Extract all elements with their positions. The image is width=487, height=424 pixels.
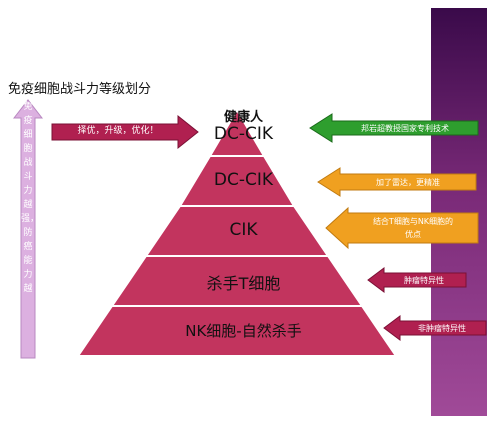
tumor-specific-text: 肿瘤特异性 [404,276,444,285]
patent-arrow-text: 邦岩超教授国家专利技术 [361,124,449,133]
tier-1-label-top: 健康人 [223,110,263,125]
tumor-specific-arrow [367,267,467,293]
radar-arrow-text: 加了雷达，更精准 [376,178,440,187]
upgrade-arrow-text: 择优，升级，优化！ [77,126,159,136]
upgrade-arrow [51,114,199,150]
vertical-up-arrow [12,99,44,359]
combine-arrow-text-line1: 结合T细胞与NK细胞的 [372,217,454,226]
patent-arrow [309,113,479,143]
non-tumor-specific-text: 非肿瘤特异性 [418,324,466,333]
tier-3-label: CIK [229,220,258,240]
non-tumor-specific-arrow [383,315,487,341]
radar-arrow [317,167,477,197]
pyramid-tier-5 [76,305,398,357]
tier-4-label: 杀手T细胞 [206,274,281,293]
decorative-purple-bar [431,8,487,416]
tier-2-label: DC-CIK [213,170,274,190]
combine-arrow [325,206,479,250]
vertical-arrow-text: 免疫细胞战斗力越强，防癌能力越 [21,102,40,294]
tier-1-label: DC-CIK [213,124,274,144]
combine-arrow-text-line2: 优点 [405,230,421,239]
tier-5-label: NK细胞-自然杀手 [185,322,302,340]
diagram-title: 免疫细胞战斗力等级划分 [8,82,152,97]
